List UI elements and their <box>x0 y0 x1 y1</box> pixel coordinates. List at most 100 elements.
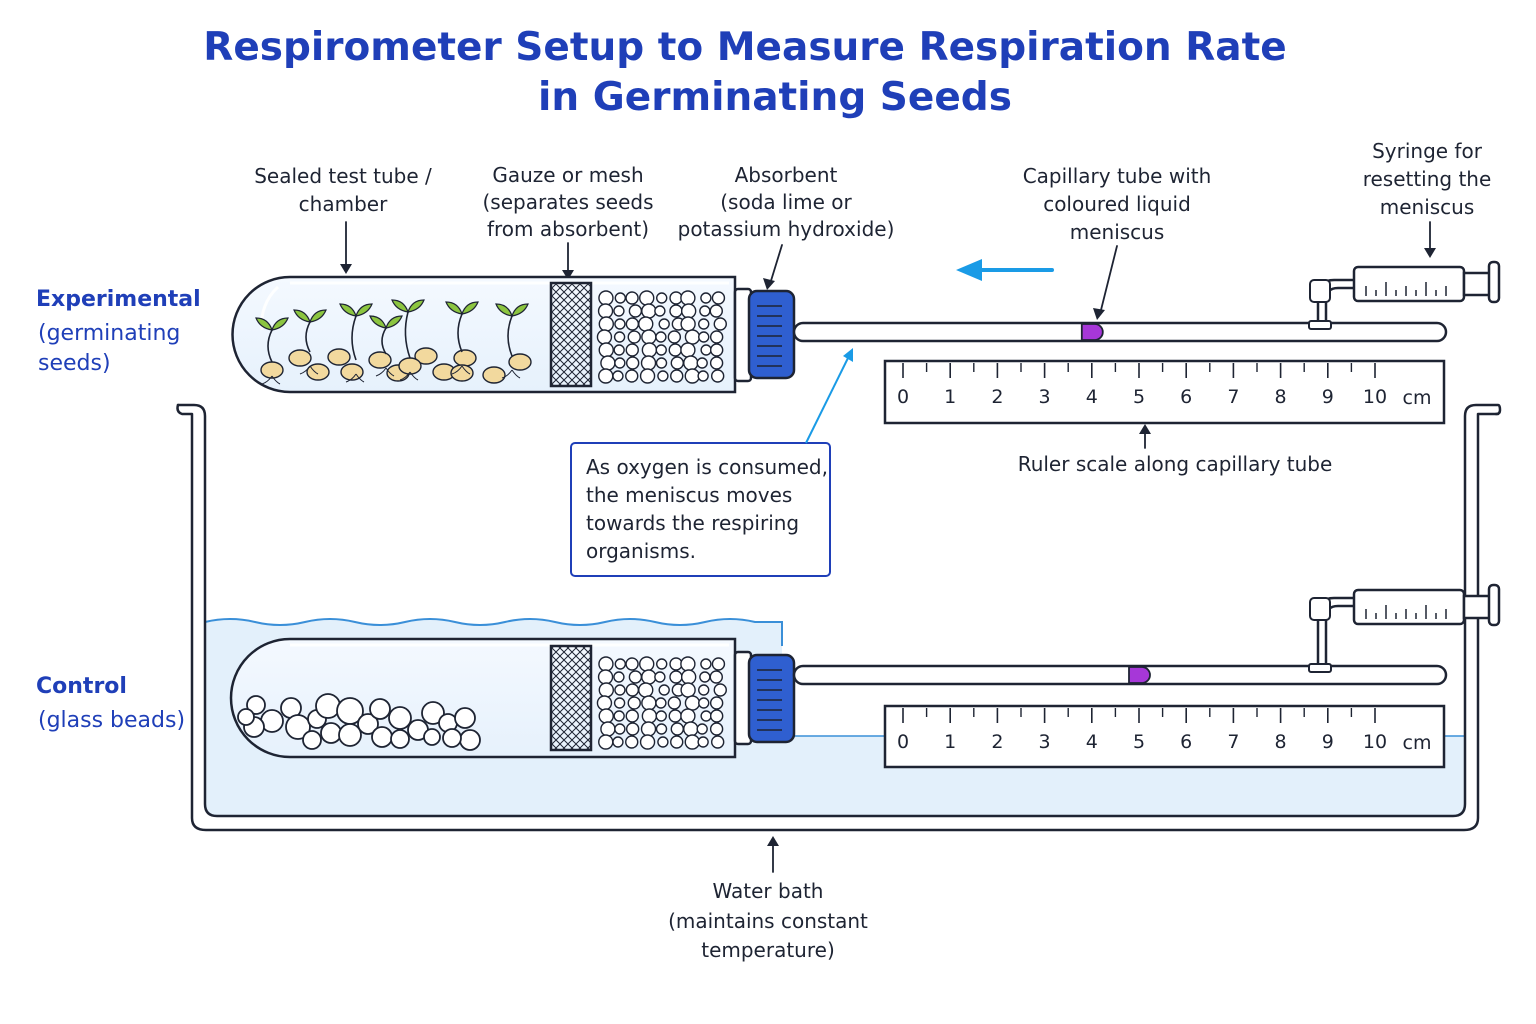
absorbent-granule <box>668 709 682 723</box>
absorbent-granule <box>625 657 639 671</box>
glass-bead <box>285 714 311 740</box>
absorbent-granule <box>625 722 640 736</box>
absorbent-granule <box>596 695 613 711</box>
callout-box: As oxygen is consumed, the meniscus move… <box>570 442 831 577</box>
absorbent-granule <box>713 683 727 697</box>
glass-bead <box>371 726 393 748</box>
experimental-ruler-tick-label: 10 <box>1363 386 1387 408</box>
leaf <box>339 303 357 317</box>
label-pointers <box>340 221 1436 320</box>
absorbent-granule <box>654 305 666 317</box>
sprout-stem <box>404 311 411 359</box>
germinating-seeds <box>255 299 532 385</box>
absorbent-granule <box>709 709 724 723</box>
absorbent-granule <box>710 735 725 749</box>
control-ruler-tick-label: 1 <box>944 731 956 753</box>
seed <box>288 349 312 367</box>
glass-bead <box>237 708 255 726</box>
experimental-syringe-icon <box>1308 260 1501 330</box>
root <box>451 365 471 375</box>
svg-text:Gauze or mesh: Gauze or mesh <box>492 163 643 187</box>
absorbent-granule <box>641 669 657 685</box>
absorbent-granule <box>598 290 614 306</box>
label-control: Control (glass beads) <box>36 674 185 733</box>
absorbent-granule <box>697 370 709 382</box>
sprout-stem <box>507 315 513 357</box>
seed <box>260 361 284 379</box>
glass-bead <box>442 728 462 748</box>
absorbent-granule <box>699 671 711 683</box>
seed <box>327 348 351 366</box>
absorbent-granule <box>596 329 613 345</box>
glass-bead <box>357 713 379 735</box>
experimental-ruler-unit-label: cm <box>1403 387 1432 409</box>
experimental-ruler-tick-label: 0 <box>897 386 909 408</box>
control-ruler-tick-label: 6 <box>1180 731 1192 753</box>
glass-bead <box>320 722 342 744</box>
glass-bead <box>388 706 412 730</box>
label-syringe: Syringe for resetting the meniscus <box>1363 139 1492 219</box>
title-line-2: in Germinating Seeds <box>538 75 1012 120</box>
absorbent-granule <box>709 670 723 684</box>
absorbent-granule <box>598 734 614 750</box>
absorbent-granule <box>597 303 614 319</box>
absorbent-granule <box>641 342 658 358</box>
absorbent-granule <box>696 357 708 369</box>
absorbent-granule <box>625 735 639 749</box>
svg-text:(separates seeds: (separates seeds <box>482 190 653 214</box>
experimental-ruler-tick-label: 8 <box>1275 386 1287 408</box>
absorbent-granule <box>668 343 682 357</box>
label-water-bath: Water bath (maintains constant temperatu… <box>668 836 868 962</box>
absorbent-granule <box>680 682 696 698</box>
absorbent-granule <box>669 670 683 684</box>
experimental-ruler-tick-label: 6 <box>1180 386 1192 408</box>
leaf <box>495 303 513 317</box>
glass-bead <box>454 707 476 729</box>
absorbent-granule <box>667 330 682 344</box>
svg-text:(glass beads): (glass beads) <box>38 708 185 733</box>
seed <box>368 351 392 369</box>
glass-bead <box>423 728 441 746</box>
root <box>399 371 419 381</box>
absorbent-granule <box>700 344 712 356</box>
absorbent-granule <box>699 305 711 317</box>
absorbent-granule <box>614 292 627 304</box>
absorbent-granule <box>696 723 708 735</box>
svg-text:chamber: chamber <box>299 192 388 216</box>
absorbent-granule <box>698 684 710 696</box>
svg-text:resetting the: resetting the <box>1363 167 1492 191</box>
absorbent-granule <box>641 695 657 711</box>
root <box>375 367 395 377</box>
absorbent-granule <box>625 343 639 357</box>
label-ruler: Ruler scale along capillary tube <box>1018 424 1332 476</box>
svg-text:As oxygen is consumed,: As oxygen is consumed, <box>586 455 828 479</box>
svg-text:(germinating: (germinating <box>38 321 180 346</box>
absorbent-granule <box>709 304 723 318</box>
absorbent-granule <box>670 722 684 736</box>
experimental-absorbent-granules <box>596 290 727 384</box>
glass-beads <box>237 693 481 751</box>
absorbent-granule <box>639 734 656 750</box>
svg-text:Absorbent: Absorbent <box>735 163 838 187</box>
absorbent-granule <box>700 710 712 722</box>
absorbent-granule <box>614 318 626 330</box>
control-stopper <box>747 653 796 744</box>
leaf <box>407 299 425 313</box>
absorbent-granule <box>680 342 696 358</box>
absorbent-granule <box>597 669 614 685</box>
absorbent-granule <box>598 368 614 384</box>
svg-text:Capillary tube with: Capillary tube with <box>1023 164 1212 188</box>
experimental-capillary-tube <box>792 321 1448 343</box>
control-ruler-tick-label: 9 <box>1322 731 1334 753</box>
control-ruler-tick-label: 0 <box>897 731 909 753</box>
absorbent-granule <box>656 292 668 304</box>
svg-text:coloured liquid: coloured liquid <box>1043 192 1191 216</box>
experimental-stopper <box>747 289 796 380</box>
svg-text:Experimental: Experimental <box>36 287 201 312</box>
glass-bead <box>338 723 362 747</box>
seed <box>414 347 438 365</box>
absorbent-granule <box>641 708 658 724</box>
absorbent-granule <box>614 723 626 735</box>
absorbent-granule <box>627 696 641 710</box>
leaf <box>385 315 403 329</box>
